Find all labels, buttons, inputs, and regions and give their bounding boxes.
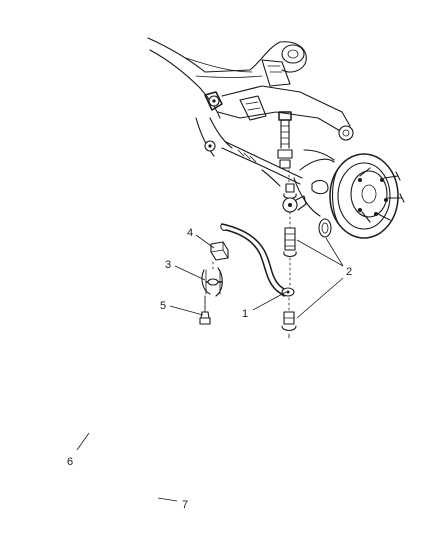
callout-4: 4 [187,227,193,239]
stabilizer-link-lower [281,311,297,339]
callout-3: 3 [165,259,171,271]
callout-7: 7 [182,499,188,511]
knuckle-hub-assembly [293,149,405,239]
retainer-bolt [199,295,211,325]
control-arm-bracket [195,85,354,157]
stabilizer-link-upper [282,183,307,258]
bar-bushing [210,241,229,261]
callout-1: 1 [242,308,248,320]
frame-crossmember [147,37,307,119]
leader-lines [76,234,344,502]
callout-6: 6 [67,456,73,468]
alignment-lines [204,169,291,313]
upper-link-bolt [277,111,293,169]
stabilizer-bar [220,223,295,297]
bushing-retainer [201,267,223,297]
callout-2: 2 [346,266,352,278]
callout-5: 5 [160,300,166,312]
